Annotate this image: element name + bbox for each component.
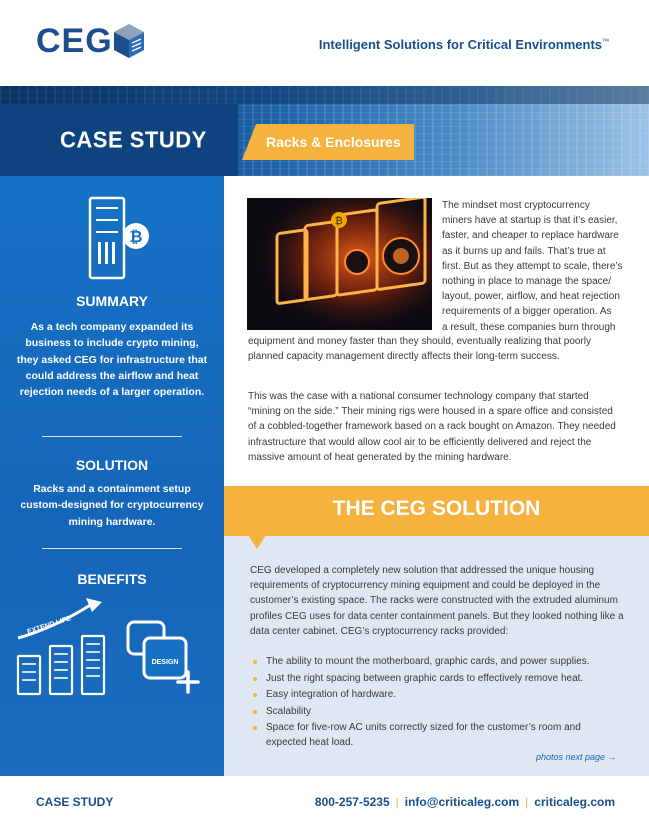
footer-separator: | bbox=[525, 795, 529, 809]
text-line: requirements of a bigger operation. As bbox=[442, 306, 612, 318]
extend-life-label: EXTEND LIFE bbox=[26, 615, 72, 636]
sidebar-divider bbox=[42, 436, 182, 437]
text-line: nothing in place to manage the space/ bbox=[442, 276, 612, 288]
text-line: planned capacity management directly aff… bbox=[248, 351, 560, 363]
list-item: The ability to mount the motherboard, gr… bbox=[250, 654, 620, 669]
ceg-logo: CEG bbox=[36, 22, 146, 66]
solution-heading: SOLUTION bbox=[75, 457, 149, 473]
tagline-bold: Intelligent Solutions bbox=[318, 37, 444, 52]
list-item: Scalability bbox=[250, 704, 620, 719]
summary-heading: SUMMARY bbox=[76, 293, 148, 309]
benefit-bullet-list: The ability to mount the motherboard, gr… bbox=[250, 654, 620, 752]
cube-logo-icon bbox=[114, 24, 144, 58]
text-line: miners have at startup is that it’s easi… bbox=[442, 215, 618, 227]
photos-next-link[interactable]: photos next page → bbox=[536, 752, 617, 762]
list-item: Just the right spacing between graphic c… bbox=[250, 671, 620, 686]
text-line: a result, these companies burn through bbox=[442, 321, 616, 333]
case-study-box bbox=[0, 104, 238, 176]
page-title: CASE STUDY bbox=[60, 126, 207, 153]
benefits-heading: BENEFITS bbox=[77, 571, 147, 587]
trademark-mark: ™ bbox=[602, 38, 609, 46]
extend-life-servers-icon: EXTEND LIFE bbox=[16, 598, 106, 696]
summary-text: As a tech company expanded its business … bbox=[16, 321, 208, 399]
text-line: profiles CEG uses for data center contai… bbox=[250, 610, 624, 622]
text-line: equipment and money faster than they sho… bbox=[248, 336, 591, 347]
design-label: DESIGN bbox=[152, 659, 179, 666]
footer-email[interactable]: info@criticaleg.com bbox=[404, 795, 520, 809]
text-line: layout, power, airflow, and heat rejecti… bbox=[442, 291, 620, 303]
tagline-rest: for Critical Environments bbox=[443, 37, 602, 52]
text-line: customer’s existing space. The racks wer… bbox=[250, 595, 618, 607]
footer-website[interactable]: criticaleg.com bbox=[534, 795, 615, 809]
solution-title: THE CEG SOLUTION bbox=[332, 497, 541, 520]
text-line: first. But as they attempt to scale, the… bbox=[442, 260, 623, 272]
category-tag bbox=[242, 124, 414, 160]
category-tag-label: Racks & Enclosures bbox=[266, 134, 401, 150]
footer-separator: | bbox=[395, 795, 399, 809]
text-line: as it burns up and fails. That’s true at bbox=[442, 245, 606, 257]
text-line: The mindset most cryptocurrency bbox=[442, 200, 590, 211]
bitcoin-symbol: ₿ bbox=[129, 227, 142, 246]
solution-banner-pointer bbox=[248, 535, 266, 549]
solution-paragraph: CEG developed a completely new solution … bbox=[250, 563, 642, 639]
solution-panel bbox=[224, 536, 649, 776]
text-line: CEG developed a completely new solution … bbox=[250, 565, 595, 576]
gpu-illustration: ₿ bbox=[247, 198, 432, 330]
text-line: of a cobbled-together framework based on… bbox=[248, 421, 616, 433]
server-bitcoin-icon: ₿ bbox=[88, 196, 149, 280]
banner-top-strip bbox=[0, 86, 649, 104]
intro-paragraph-tail: equipment and money faster than they sho… bbox=[248, 334, 640, 364]
design-add-icon: DESIGN bbox=[126, 620, 200, 694]
sidebar-divider bbox=[42, 548, 182, 549]
tagline: Intelligent Solutions for Critical Envir… bbox=[319, 37, 609, 52]
solution-banner bbox=[224, 486, 649, 536]
footer-label: CASE STUDY bbox=[36, 795, 114, 809]
text-line: massive amount of heat generated by the … bbox=[248, 451, 512, 463]
text-line: “mining on the side.” Their mining rigs … bbox=[248, 406, 613, 418]
intro-paragraph-wrap: The mindset most cryptocurrency miners ha… bbox=[442, 198, 642, 335]
text-line: requirements of cryptocurrency mining eq… bbox=[250, 580, 601, 592]
list-item: Space for five-row AC units correctly si… bbox=[250, 720, 620, 750]
case-paragraph: This was the case with a national consum… bbox=[248, 389, 640, 465]
text-line: This was the case with a national consum… bbox=[248, 391, 589, 402]
footer-phone[interactable]: 800-257-5235 bbox=[314, 795, 390, 809]
text-line: faster, and cheaper to replace hardware bbox=[442, 230, 619, 242]
footer-contact: 800-257-5235 | info@criticaleg.com | critica… bbox=[315, 795, 615, 809]
list-item: Easy integration of hardware. bbox=[250, 687, 620, 702]
page-header: CEG Intelligent Solutions for Critical E… bbox=[0, 0, 649, 86]
solution-text: Racks and a containment setup custom-des… bbox=[20, 483, 204, 528]
text-line: infrastructure that would allow cool air… bbox=[248, 436, 592, 448]
text-line: data center cabinet. CEG’s cryptocurrenc… bbox=[250, 625, 509, 637]
logo-wordmark: CEG bbox=[36, 22, 113, 60]
mining-gpu-photo: ₿ bbox=[247, 198, 432, 330]
photo-bitcoin-symbol: ₿ bbox=[335, 215, 343, 227]
